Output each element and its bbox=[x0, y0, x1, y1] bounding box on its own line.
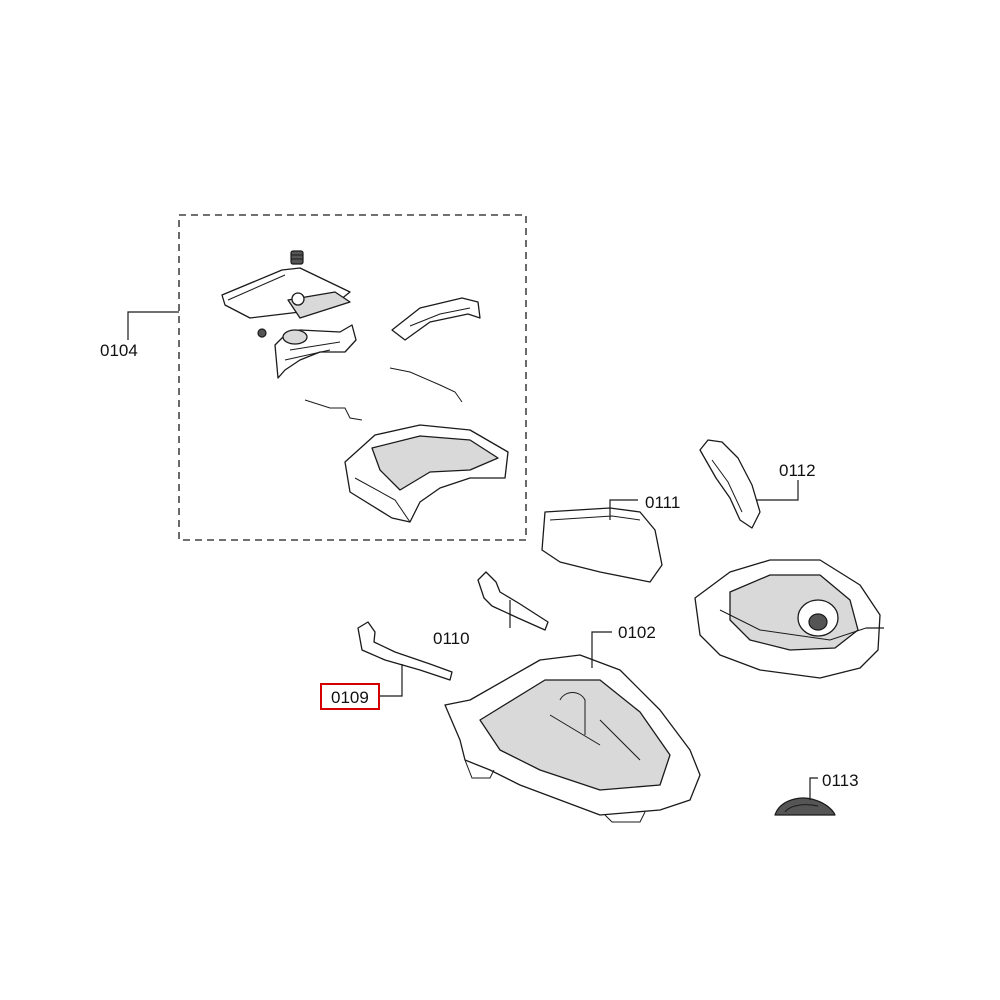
callout-0109: 0109 bbox=[331, 688, 369, 707]
leader-0113 bbox=[809, 777, 818, 800]
leader-0104 bbox=[127, 311, 179, 340]
callout-0110: 0110 bbox=[433, 629, 470, 648]
part-latch-mechanism[interactable] bbox=[257, 324, 357, 379]
callout-0112: 0112 bbox=[779, 461, 816, 480]
leader-0109 bbox=[380, 664, 403, 697]
callout-0113: 0113 bbox=[822, 771, 859, 790]
callout-0102: 0102 bbox=[618, 623, 656, 642]
part-0113-wheel[interactable] bbox=[774, 797, 836, 816]
leader-0102 bbox=[591, 631, 612, 668]
part-carry-handle[interactable] bbox=[391, 297, 481, 341]
part-wire-spring-a[interactable] bbox=[389, 367, 463, 403]
assembly-0104-group-box bbox=[178, 214, 527, 541]
part-0110-lever[interactable] bbox=[477, 571, 549, 631]
part-wire-spring-b[interactable] bbox=[304, 399, 363, 421]
highlight-box-0109 bbox=[320, 683, 380, 710]
leader-0111 bbox=[609, 499, 638, 520]
part-0109-lever[interactable] bbox=[357, 621, 453, 681]
part-0112-side-handle[interactable] bbox=[699, 439, 761, 529]
part-main-body[interactable] bbox=[694, 559, 881, 679]
callout-0111: 0111 bbox=[645, 493, 680, 512]
callout-0104: 0104 bbox=[100, 341, 138, 360]
leader-0112 bbox=[756, 480, 799, 501]
part-0111-front-cover[interactable] bbox=[541, 507, 663, 583]
part-0102-housing[interactable] bbox=[444, 654, 701, 823]
part-lid-frame[interactable] bbox=[344, 424, 509, 523]
part-spring[interactable] bbox=[290, 250, 304, 265]
part-top-lid[interactable] bbox=[221, 267, 351, 319]
